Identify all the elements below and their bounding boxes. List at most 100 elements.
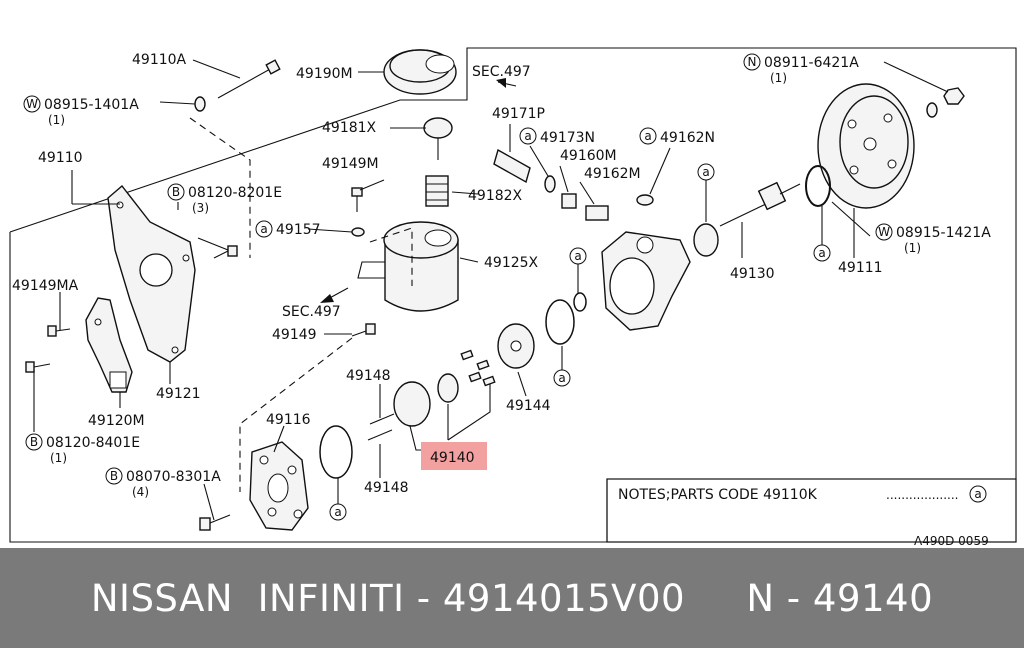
- label-49173N: 49173N: [540, 130, 595, 146]
- oring-49173N: [544, 175, 556, 193]
- label-08120-8401E: 08120-8401E: [46, 435, 140, 451]
- label-08911-6421A-qty: (1): [770, 71, 787, 85]
- bracket-49121: [107, 184, 196, 363]
- oring-large: [545, 299, 575, 345]
- label-49160M: 49160M: [560, 148, 617, 164]
- parts-diagram: W B B B N W a a a a a a: [9, 47, 1017, 548]
- label-49181X: 49181X: [322, 120, 377, 136]
- reference-code: A490D 0059: [914, 534, 989, 548]
- circle-W-08915-1421A: W: [875, 223, 893, 241]
- bolt-49149: [351, 323, 376, 337]
- oring-small: [573, 292, 587, 312]
- svg-text:N: N: [748, 55, 757, 69]
- pin-49148-bottom: [367, 429, 393, 441]
- nut-08911-6421A: [943, 87, 965, 105]
- circle-N-08911-6421A: N: [743, 53, 761, 71]
- cap-49190M: [383, 49, 457, 95]
- circle-a-shaft-seal: a: [697, 163, 715, 181]
- label-49149MA: 49149MA: [12, 278, 79, 294]
- label-49130: 49130: [730, 266, 775, 282]
- notes-box: [606, 478, 1017, 543]
- arrow-sec497-bottom: [320, 287, 349, 303]
- label-49144: 49144: [506, 398, 551, 414]
- label-49182X: 49182X: [468, 188, 523, 204]
- label-sec497-top: SEC.497: [472, 64, 531, 80]
- bolt-49149M: [351, 187, 363, 212]
- circle-a-notes: a: [969, 485, 987, 503]
- circle-a-gasket: a: [329, 503, 347, 521]
- label-49111: 49111: [838, 260, 883, 276]
- shaft-49130: [693, 181, 801, 257]
- label-08070-8301A: 08070-8301A: [126, 469, 221, 485]
- oring-49162N: [636, 194, 654, 206]
- connector-49171P: [493, 148, 531, 184]
- label-49171P: 49171P: [492, 106, 545, 122]
- part-number-banner: NISSAN INFINITI - 4914015V00 N - 49140: [0, 548, 1024, 648]
- label-49116: 49116: [266, 412, 311, 428]
- svg-text:B: B: [30, 435, 38, 449]
- circle-a-oring-small: a: [569, 247, 587, 265]
- label-49148-top: 49148: [346, 368, 391, 384]
- circle-a-snap-ring: a: [813, 244, 831, 262]
- plate-49144: [497, 323, 535, 369]
- pump-body: [601, 231, 691, 331]
- pulley-49111: [817, 83, 915, 209]
- label-08070-8301A-qty: (4): [132, 485, 149, 499]
- label-49148-bottom: 49148: [364, 480, 409, 496]
- svg-text:a: a: [818, 246, 825, 260]
- cover-49116: [249, 441, 309, 531]
- label-08915-1401A-qty: (1): [48, 113, 65, 127]
- label-49162M: 49162M: [584, 166, 641, 182]
- label-49149M: 49149M: [322, 156, 379, 172]
- filter-49182X: [425, 175, 449, 207]
- svg-text:a: a: [558, 371, 565, 385]
- label-49125X: 49125X: [484, 255, 539, 271]
- bolt-49181X: [423, 117, 453, 160]
- leader-lines: [33, 59, 949, 521]
- svg-text:a: a: [974, 487, 981, 501]
- reservoir-49125X: [357, 221, 459, 312]
- svg-text:a: a: [644, 129, 651, 143]
- label-49110: 49110: [38, 150, 83, 166]
- washer-49157: [351, 227, 365, 237]
- bolt-08120-8401E: [25, 361, 51, 373]
- arrow-sec497-top: [496, 78, 517, 88]
- cartridge-kit-49140: [393, 349, 496, 427]
- notes-dots: ...................: [886, 488, 958, 502]
- diagram-frame: [9, 47, 1017, 543]
- bolt-08120-8201E: [213, 245, 238, 259]
- label-49110A: 49110A: [132, 52, 187, 68]
- circle-a-49173N: a: [519, 127, 537, 145]
- label-08915-1401A: 08915-1401A: [44, 97, 139, 113]
- dashed-link-reservoir: [239, 337, 353, 492]
- dashed-link-tube: [369, 227, 413, 286]
- label-49121: 49121: [156, 386, 201, 402]
- label-08120-8201E: 08120-8201E: [188, 185, 282, 201]
- svg-text:a: a: [260, 222, 267, 236]
- bracket-49120M: [85, 297, 133, 393]
- circle-B-08070-8301A: B: [105, 467, 123, 485]
- dashed-link-bracket: [189, 117, 251, 258]
- label-sec497-bottom: SEC.497: [282, 304, 341, 320]
- label-08120-8201E-qty: (3): [192, 201, 209, 215]
- circle-W-08915-1401A: W: [23, 95, 41, 113]
- washer-08915-1401A: [194, 96, 206, 112]
- gasket: [319, 425, 353, 479]
- label-49162N: 49162N: [660, 130, 715, 146]
- svg-text:a: a: [702, 165, 709, 179]
- notes-text: NOTES;PARTS CODE 49110K: [618, 487, 818, 503]
- svg-text:W: W: [878, 225, 890, 239]
- svg-text:a: a: [334, 505, 341, 519]
- svg-text:W: W: [26, 97, 38, 111]
- part-number-text: NISSAN INFINITI - 4914015V00 N - 49140: [90, 576, 934, 620]
- highlight-49140: [421, 442, 487, 470]
- svg-text:a: a: [574, 249, 581, 263]
- snap-ring: [805, 165, 831, 207]
- label-49140: 49140: [430, 450, 475, 466]
- bolt-49149MA: [47, 325, 71, 337]
- label-49120M: 49120M: [88, 413, 145, 429]
- bolt-49110A: [217, 59, 281, 99]
- circle-a-49162N: a: [639, 127, 657, 145]
- label-49149: 49149: [272, 327, 317, 343]
- label-08120-8401E-qty: (1): [50, 451, 67, 465]
